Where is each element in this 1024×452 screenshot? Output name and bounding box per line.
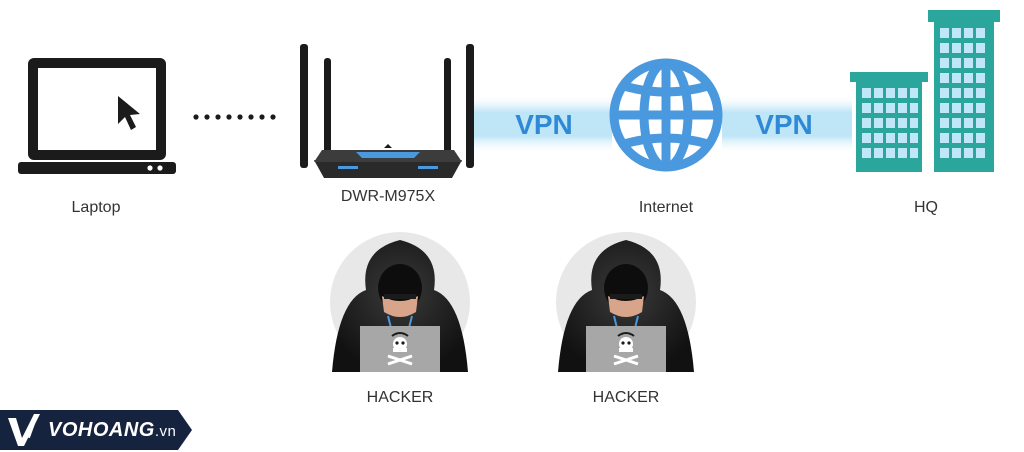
brand-name-suffix: .vn bbox=[154, 423, 177, 440]
hacker-label: HACKER bbox=[366, 389, 434, 406]
vpn-tunnel-left bbox=[472, 94, 612, 154]
vpn-label-left: VPN bbox=[515, 109, 573, 140]
router-icon bbox=[300, 44, 474, 178]
brand-name-main: VOHOANG bbox=[48, 419, 155, 441]
hq-buildings-icon bbox=[850, 10, 1000, 172]
vpn-tunnel-right bbox=[722, 94, 852, 154]
hq-label: HQ bbox=[914, 199, 938, 216]
laptop-icon bbox=[18, 58, 176, 174]
hacker-icon bbox=[556, 232, 696, 372]
internet-label: Internet bbox=[638, 199, 694, 216]
brand-mark-icon bbox=[8, 414, 40, 446]
laptop-label: Laptop bbox=[71, 199, 121, 216]
dotted-link bbox=[193, 114, 276, 120]
brand-name: VOHOANG.vn bbox=[48, 410, 176, 450]
brand-logo bbox=[0, 410, 192, 450]
hacker-icon bbox=[330, 232, 470, 372]
globe-icon bbox=[609, 58, 723, 172]
hacker-label: HACKER bbox=[592, 389, 660, 406]
vpn-label-right: VPN bbox=[755, 109, 813, 140]
router-label: DWR-M975X bbox=[340, 188, 436, 205]
